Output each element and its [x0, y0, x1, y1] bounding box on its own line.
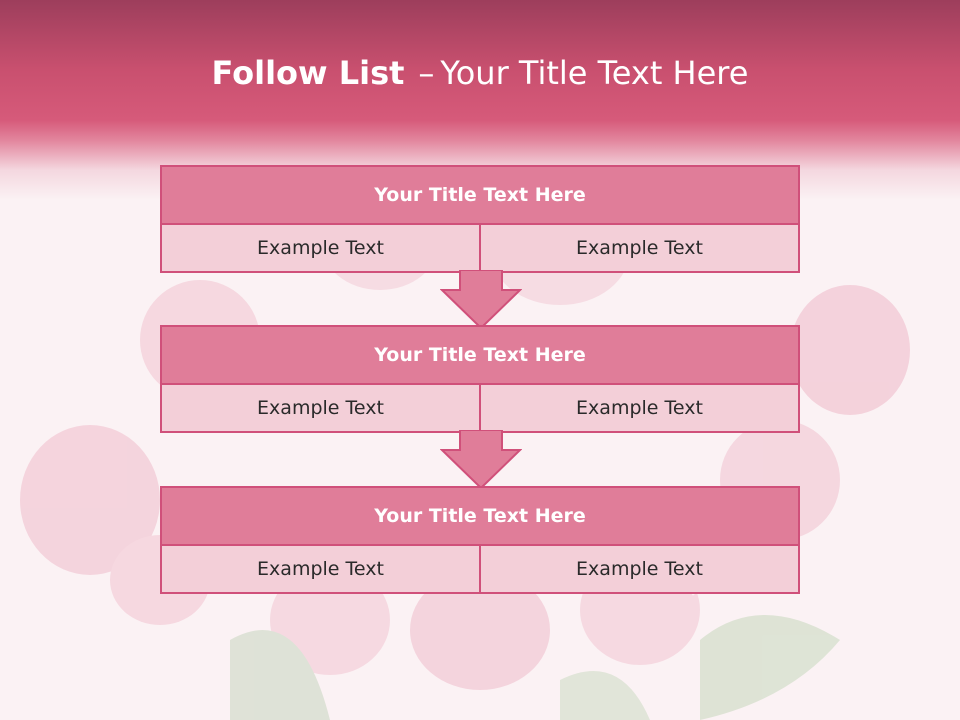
step-3-left-text: Example Text [162, 546, 481, 592]
down-arrow-icon [440, 430, 522, 490]
step-2-left-text: Example Text [162, 385, 481, 431]
step-row-1: Example Text Example Text [162, 225, 798, 271]
step-2-right-text: Example Text [481, 385, 798, 431]
down-arrow-icon [440, 270, 522, 330]
step-3-right-text: Example Text [481, 546, 798, 592]
step-box-2: Your Title Text Here Example Text Exampl… [160, 325, 800, 433]
slide-title-rest: Your Title Text Here [440, 54, 749, 92]
step-row-3: Example Text Example Text [162, 546, 798, 592]
step-title-2: Your Title Text Here [162, 327, 798, 385]
step-box-1: Your Title Text Here Example Text Exampl… [160, 165, 800, 273]
slide-title: Follow List–Your Title Text Here [0, 54, 960, 92]
step-1-left-text: Example Text [162, 225, 481, 271]
step-row-2: Example Text Example Text [162, 385, 798, 431]
step-1-right-text: Example Text [481, 225, 798, 271]
step-title-1: Your Title Text Here [162, 167, 798, 225]
slide-title-bold: Follow List [211, 54, 405, 92]
step-title-3: Your Title Text Here [162, 488, 798, 546]
slide-title-dash: – [418, 54, 435, 92]
step-box-3: Your Title Text Here Example Text Exampl… [160, 486, 800, 594]
